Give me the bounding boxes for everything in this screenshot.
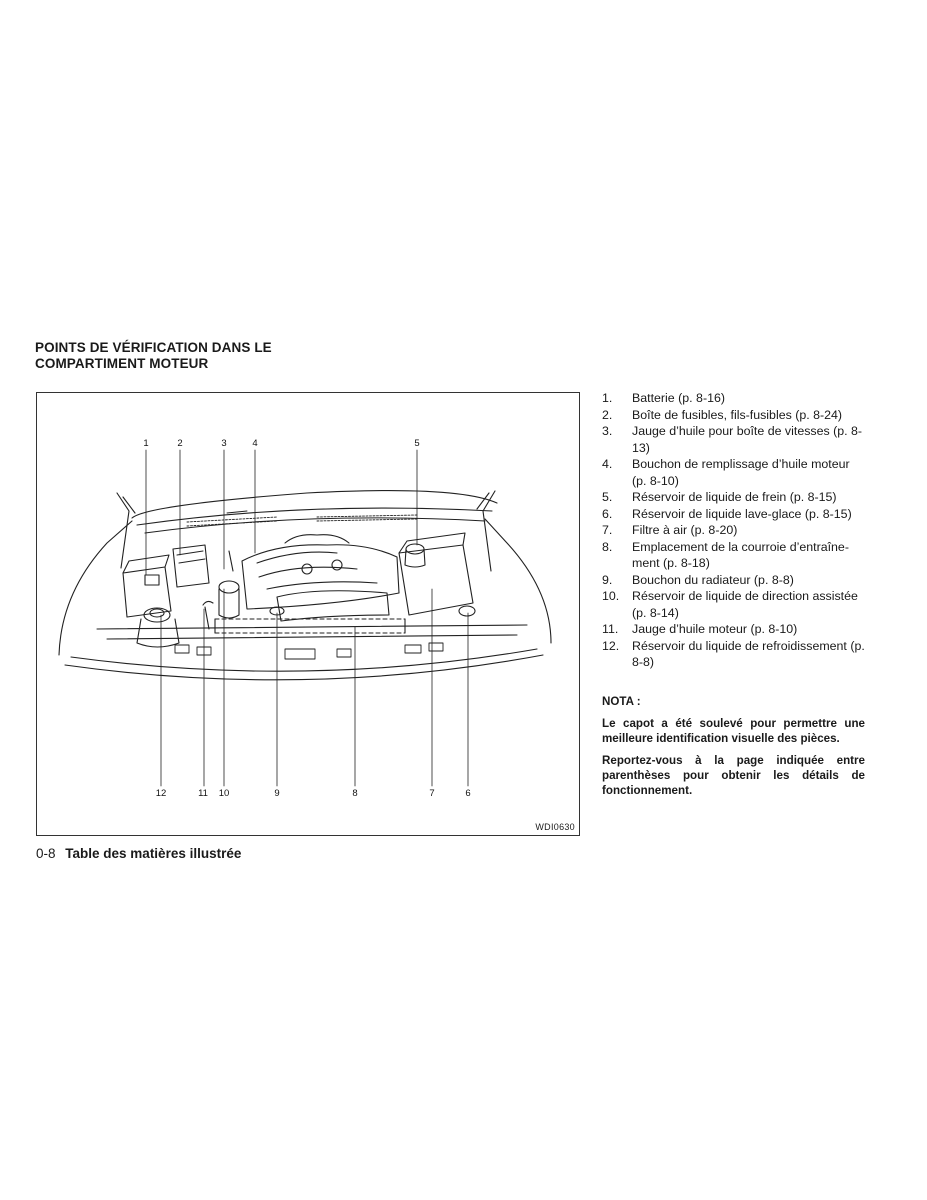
legend-text: Bouchon du radiateur (p. 8-8) <box>632 572 794 587</box>
legend-item: 7. Filtre à air (p. 8-20) <box>602 522 866 539</box>
callout-4: 4 <box>252 438 257 449</box>
legend-number: 6. <box>602 506 613 521</box>
legend-item: 6. Réservoir de liquide lave-glace (p. 8-… <box>602 506 866 523</box>
legend-text: Boîte de fusibles, fils-fusibles (p. 8-2… <box>632 407 843 422</box>
callout-7: 7 <box>429 788 434 799</box>
legend-number: 10. <box>602 589 620 603</box>
section-title-line1: POINTS DE VÉRIFICATION DANS LE <box>35 340 272 355</box>
legend-text: Batterie (p. 8-16) <box>632 391 725 405</box>
note-page-reference: Reportez-vous à la page indiquée entre p… <box>602 754 865 797</box>
callout-12: 12 <box>156 788 167 799</box>
legend-item: 2. Boîte de fusibles, fils-fusibles (p. 8… <box>602 407 866 424</box>
legend-number: 9. <box>602 572 613 587</box>
coolant-reservoir-cap <box>143 607 171 623</box>
legend-text: Réservoir de liquide lave-glace (p. 8-15… <box>632 506 852 521</box>
air-filter-box <box>398 544 474 616</box>
engine-compartment-figure: 1 2 3 4 5 12 11 10 9 8 7 6 WDI0630 <box>36 392 580 836</box>
legend-number: 3. <box>602 424 613 438</box>
legend-number: 2. <box>602 407 613 422</box>
footer-title: Table des matières illustrée <box>65 846 242 861</box>
callout-9: 9 <box>274 788 279 799</box>
callout-2: 2 <box>177 438 182 449</box>
callout-5: 5 <box>414 438 419 449</box>
legend-item: 10. Réservoir de liquide de direction ass… <box>602 588 866 621</box>
parts-legend: 1. Batterie (p. 8-16) 2. Boîte de fusibles… <box>602 390 866 671</box>
legend-text: Jauge d’huile pour boîte de vitesses (p.… <box>632 424 863 455</box>
page-number: 0-8 <box>36 846 56 861</box>
legend-item: 3. Jauge d’huile pour boîte de vitesses (… <box>602 423 866 456</box>
figure-code: WDI0630 <box>535 822 575 832</box>
notes-block: NOTA : Le capot a été soulevé pour perme… <box>602 694 865 805</box>
legend-item: 11. Jauge d’huile moteur (p. 8-10) <box>602 621 866 638</box>
legend-number: 11. <box>602 622 619 636</box>
battery <box>122 566 172 618</box>
washer-reservoir-cap <box>458 605 476 617</box>
legend-number: 8. <box>602 539 613 554</box>
legend-number: 1. <box>602 391 613 405</box>
hood-outline <box>131 490 498 519</box>
fender-outline <box>58 520 133 656</box>
section-title-line2: COMPARTIMENT MOTEUR <box>35 356 209 371</box>
legend-item: 9. Bouchon du radiateur (p. 8-8) <box>602 572 866 589</box>
note-hood-raised: Le capot a été soulevé pour permettre un… <box>602 717 865 745</box>
legend-text: Réservoir de liquide de direction assist… <box>632 589 858 620</box>
legend-item: 8. Emplacement de la courroie d’entraîne-… <box>602 539 866 572</box>
legend-text: Bouchon de remplissage d’huile moteur (p… <box>632 457 850 488</box>
legend-number: 4. <box>602 457 613 471</box>
engine-illustration: 1 2 3 4 5 12 11 10 9 8 7 6 <box>58 438 552 799</box>
callout-3: 3 <box>221 438 226 449</box>
legend-text: Jauge d’huile moteur (p. 8-10) <box>632 622 798 636</box>
callout-1: 1 <box>143 438 148 449</box>
section-title: POINTS DE VÉRIFICATION DANS LE COMPARTIM… <box>35 340 335 372</box>
legend-text: Réservoir du liquide de refroidissement … <box>632 638 865 670</box>
callout-8: 8 <box>352 788 357 799</box>
nota-label: NOTA : <box>602 695 641 708</box>
legend-text: Filtre à air (p. 8-20) <box>632 523 738 537</box>
engine-block <box>241 544 400 610</box>
legend-text: Emplacement de la courroie d’entraîne-me… <box>632 539 849 571</box>
callout-10: 10 <box>219 788 230 799</box>
callout-11: 11 <box>198 788 208 799</box>
legend-item: 1. Batterie (p. 8-16) <box>602 390 866 407</box>
legend-number: 7. <box>602 523 613 537</box>
legend-number: 5. <box>602 490 613 504</box>
legend-number: 12. <box>602 638 620 653</box>
callout-6: 6 <box>465 788 470 799</box>
legend-item: 4. Bouchon de remplissage d’huile moteur … <box>602 456 866 489</box>
legend-item: 12. Réservoir du liquide de refroidisseme… <box>602 638 866 671</box>
page-footer: 0-8 Table des matières illustrée <box>36 846 241 861</box>
legend-text: Réservoir de liquide de frein (p. 8-15) <box>632 490 837 504</box>
legend-item: 5. Réservoir de liquide de frein (p. 8-15… <box>602 489 866 506</box>
fuse-box <box>172 544 210 588</box>
